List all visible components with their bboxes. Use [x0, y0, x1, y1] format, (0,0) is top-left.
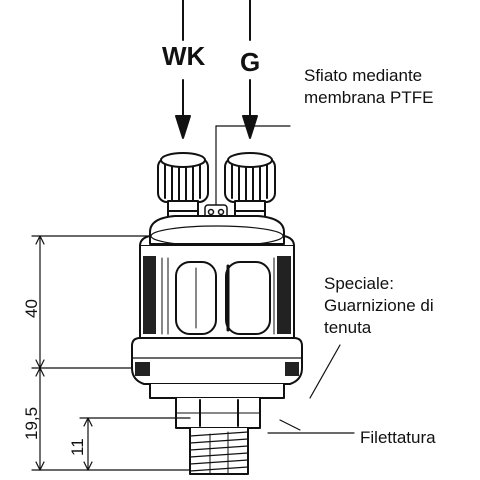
housing-top — [139, 215, 295, 247]
housing-flange — [131, 337, 303, 385]
hex-section — [149, 383, 285, 429]
dimension-label-19-5: 19,5 — [22, 406, 41, 440]
seal-note-line3: tenuta — [324, 318, 372, 337]
seal-note-line1: Speciale: — [324, 274, 394, 293]
thread-note: Filettatura — [360, 428, 436, 447]
threaded-shank — [189, 427, 249, 475]
leader-lines — [267, 344, 355, 434]
terminal-label-wk: WK — [162, 41, 206, 71]
seal-note-line2: Guarnizione di — [324, 296, 434, 315]
dimension-label-11: 11 — [68, 438, 87, 456]
terminal-nut-right — [224, 152, 276, 222]
dimension-label-40: 40 — [22, 299, 41, 318]
terminal-label-g: G — [240, 47, 261, 77]
vent-note-line2: membrana PTFE — [304, 88, 434, 107]
dimension-lines — [31, 235, 191, 471]
terminal-nut-left — [157, 152, 209, 222]
vent-leader — [215, 125, 291, 206]
vent-note-line1: Sfiato mediante — [304, 66, 423, 85]
terminal-arrows — [175, 0, 258, 139]
housing-body — [139, 235, 295, 339]
